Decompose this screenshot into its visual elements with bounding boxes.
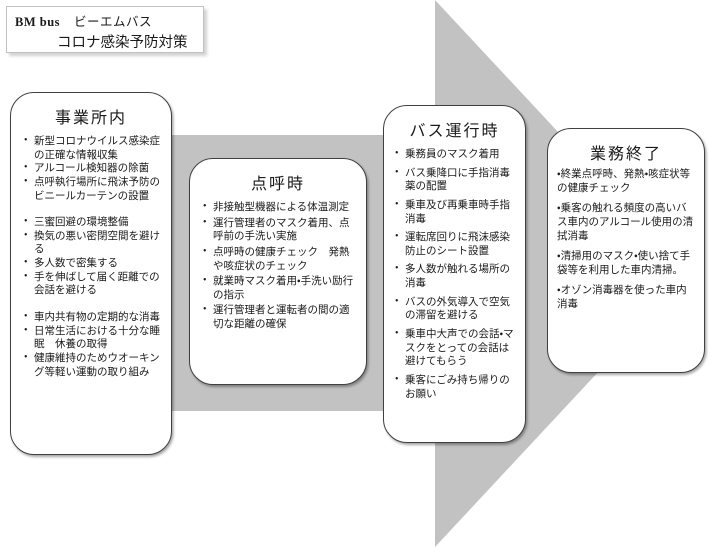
list-group: 車内共有物の定期的な消毒日常生活における十分な睡眠 休養の取得健康維持のためウオ… xyxy=(24,310,163,379)
document-title: コロナ感染予防対策 xyxy=(57,35,188,51)
list-item: バス乗降口に手指消毒薬の配置 xyxy=(395,166,517,194)
list-item: 換気の悪い密閉空間を避ける xyxy=(24,229,163,257)
stage-box-rollcall: 点呼時 非接触型機器による体温測定運行管理者のマスク着用、点呼前の手洗い実施点呼… xyxy=(189,158,367,385)
list-item: 乗客の触れる頻度の高いバス車内のアルコール使用の清拭消毒 xyxy=(557,202,697,243)
list-item: 終業点呼時、発熱・咳症状等の健康チェック xyxy=(557,168,697,195)
stage-title: バス運行時 xyxy=(409,123,500,140)
list-item: 点呼時の健康チェック 発熱や咳症状のチェック xyxy=(203,245,358,273)
list-item: 非接触型機器による体温測定 xyxy=(203,200,358,215)
list-item: 多人数が触れる場所の消毒 xyxy=(395,262,517,290)
list-item: 日常生活における十分な睡眠 休養の取得 xyxy=(24,324,163,352)
stage-list: 終業点呼時、発熱・咳症状等の健康チェック乗客の触れる頻度の高いバス車内のアルコー… xyxy=(548,168,704,312)
list-item: 多人数で密集する xyxy=(24,256,163,271)
list-item: 乗客にごみ持ち帰りのお願い xyxy=(395,373,517,401)
company-name: BM bus ビーエムバス xyxy=(15,11,203,30)
list-item: 健康維持のためウオーキング等軽い運動の取り組み xyxy=(24,351,163,379)
stage-box-bus-operation: バス運行時 乗務員のマスク着用バス乗降口に手指消毒薬の配置乗車及び再乗車時手指消… xyxy=(383,105,526,443)
company-name-ja: ビーエムバス xyxy=(74,15,153,29)
list-group: 非接触型機器による体温測定運行管理者のマスク着用、点呼前の手洗い実施点呼時の健康… xyxy=(203,200,358,332)
stage-list: 非接触型機器による体温測定運行管理者のマスク着用、点呼前の手洗い実施点呼時の健康… xyxy=(190,200,366,332)
list-item: 点呼執行場所に飛沫予防のビニールカーテンの設置 xyxy=(24,175,163,203)
company-name-en: BM bus xyxy=(15,15,61,29)
list-item: オゾン消毒器を使った車内消毒 xyxy=(557,284,697,311)
stage-title: 事業所内 xyxy=(54,110,127,127)
stage-list: 乗務員のマスク着用バス乗降口に手指消毒薬の配置乗車及び再乗車時手指消毒運転席回り… xyxy=(384,147,525,401)
list-item: 運行管理者と運転者の間の適切な距離の確保 xyxy=(203,303,358,331)
list-group: 新型コロナウイルス感染症の正確な情報収集アルコール検知器の除菌点呼執行場所に飛沫… xyxy=(24,134,163,203)
list-item: 就業時マスク着用・手洗い励行の指示 xyxy=(203,274,358,302)
list-item: 乗車及び再乗車時手指消毒 xyxy=(395,198,517,226)
list-item: 運転席回りに飛沫感染防止のシート設置 xyxy=(395,230,517,258)
list-item: 手を伸ばして届く距離での会話を避ける xyxy=(24,270,163,298)
list-item: アルコール検知器の除菌 xyxy=(24,161,163,176)
stage-title: 点呼時 xyxy=(250,176,305,193)
header-box: BM bus ビーエムバス コロナ感染予防対策 xyxy=(6,6,204,53)
list-item: 車内共有物の定期的な消毒 xyxy=(24,310,163,325)
list-item: バスの外気導入で空気の滞留を避ける xyxy=(395,295,517,323)
list-item: 運行管理者のマスク着用、点呼前の手洗い実施 xyxy=(203,216,358,244)
list-group: 乗務員のマスク着用バス乗降口に手指消毒薬の配置乗車及び再乗車時手指消毒運転席回り… xyxy=(395,147,517,401)
list-item: 乗車中大声での会話・マスクをとっての会話は避けてもらう xyxy=(395,327,517,369)
list-item: 新型コロナウイルス感染症の正確な情報収集 xyxy=(24,134,163,162)
list-item: 清掃用のマスク・使い捨て手袋等を利用した車内清掃。 xyxy=(557,250,697,277)
stage-title: 業務終了 xyxy=(589,146,662,163)
stage-box-end-of-work: 業務終了 終業点呼時、発熱・咳症状等の健康チェック乗客の触れる頻度の高いバス車内… xyxy=(547,128,705,373)
stage-list: 新型コロナウイルス感染症の正確な情報収集アルコール検知器の除菌点呼執行場所に飛沫… xyxy=(11,134,171,379)
list-group: 三蜜回避の環境整備換気の悪い密閉空間を避ける多人数で密集する手を伸ばして届く距離… xyxy=(24,215,163,298)
list-group: 終業点呼時、発熱・咳症状等の健康チェック乗客の触れる頻度の高いバス車内のアルコー… xyxy=(557,168,697,312)
list-item: 三蜜回避の環境整備 xyxy=(24,215,163,230)
stage-box-office: 事業所内 新型コロナウイルス感染症の正確な情報収集アルコール検知器の除菌点呼執行… xyxy=(10,92,172,455)
list-item: 乗務員のマスク着用 xyxy=(395,147,517,162)
